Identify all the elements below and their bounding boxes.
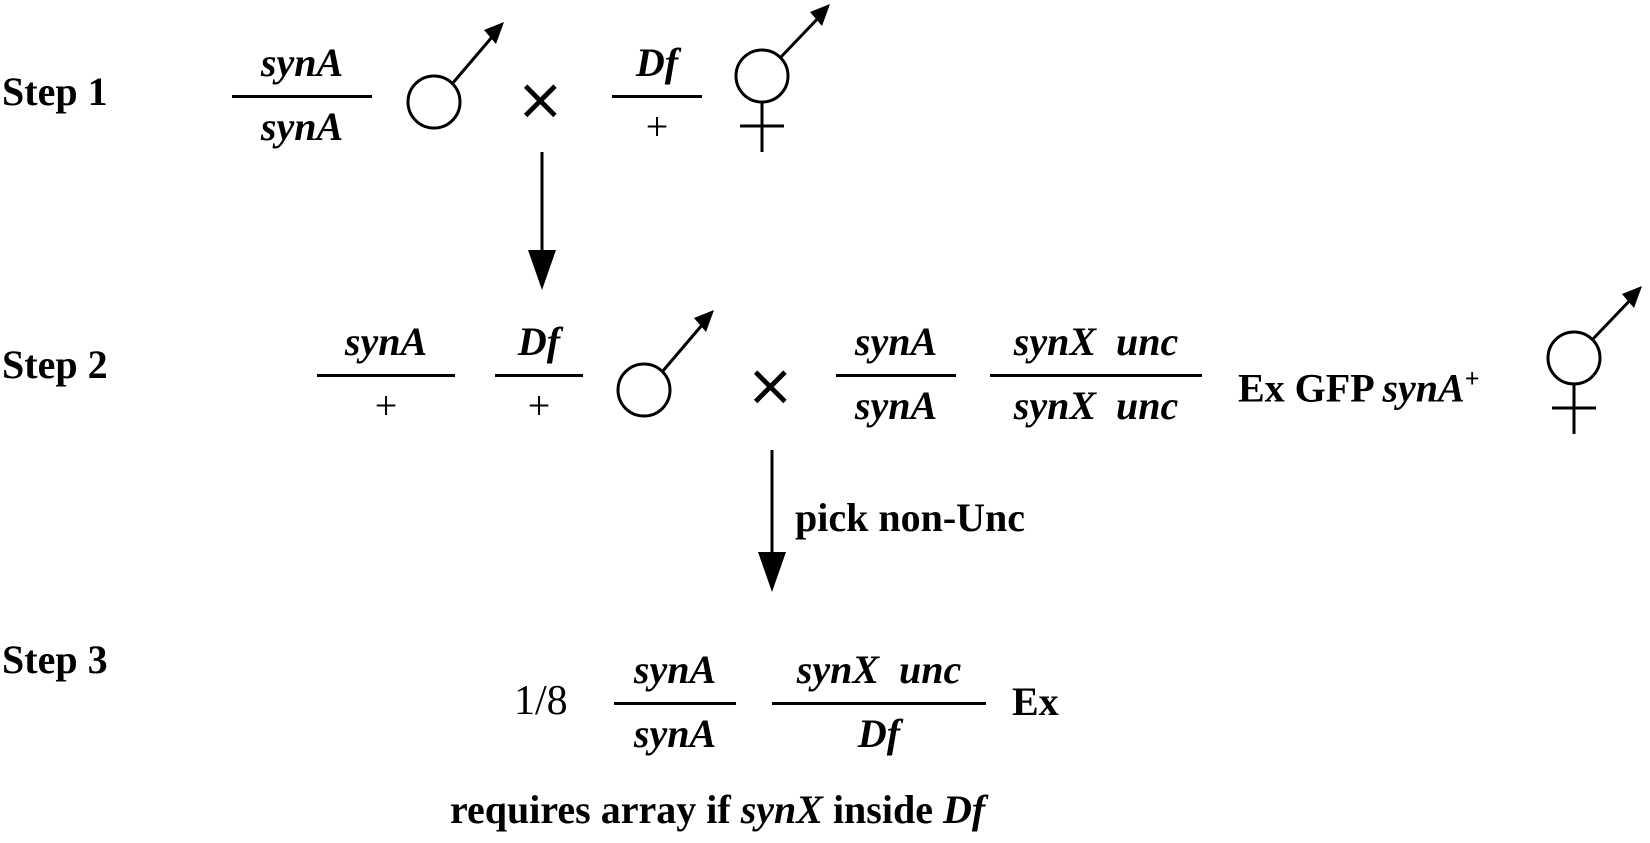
genotype-numerator: synA [260,40,344,85]
footnote-part1: requires array if [450,787,741,832]
genotype-denominator: synA [633,711,717,756]
footnote: requires array if synX inside Df [450,790,985,830]
step3-genotype-b: synX unc Df [772,650,986,790]
fraction-bar [836,374,956,377]
fraction-bar [317,374,455,377]
hermaphrodite-symbol-icon [734,4,830,152]
step2-male-genotype-b: Df + [495,322,583,462]
genotype-numerator: synA [344,319,428,364]
genotype-numerator: Df [517,319,561,364]
genotype-denominator: + [527,383,551,428]
genotype-numerator: synA [854,319,938,364]
step1-herm-genotype: Df + [612,43,702,183]
cross-symbol: × [746,351,795,419]
step-2-label: Step 2 [2,342,108,387]
footnote-part2: inside [822,787,943,832]
step2-herm-genotype-a: synA synA [836,322,956,462]
cross-symbol: × [516,65,565,133]
extrachromosomal-array-label: Ex GFP synA+ [1238,366,1480,408]
genotype-denominator: synX unc [1013,383,1179,428]
fraction-bar [772,702,986,705]
fraction-bar [232,95,372,98]
genotype-denominator: synA [260,104,344,149]
genotype-denominator: synA [854,383,938,428]
genotype-numerator: Df [635,40,679,85]
genotype-denominator: + [645,104,669,149]
male-symbol-icon [616,310,714,418]
footnote-df: Df [942,787,986,832]
genotype-numerator: synX unc [796,647,962,692]
step2-male-genotype-a: synA + [317,322,455,462]
step3-array-label: Ex [1012,679,1059,724]
step1-male-genotype: synA synA [232,43,372,183]
step-3-label: Step 3 [2,637,108,682]
fraction-bar [990,374,1202,377]
fraction-bar [614,702,736,705]
step-1-label: Step 1 [2,69,108,114]
step3-genotype-a: synA synA [614,650,736,790]
genotype-denominator: + [374,383,398,428]
genotype-numerator: synX unc [1013,319,1179,364]
pick-non-unc-label: pick non-Unc [795,495,1026,540]
down-arrow-icon [528,152,556,290]
fraction-bar [612,95,702,98]
array-gene-superscript: + [1464,364,1480,393]
genotype-numerator: synA [633,647,717,692]
progeny-fraction: 1/8 [514,678,568,724]
array-ex-gfp-text: Ex GFP [1238,365,1373,411]
hermaphrodite-symbol-icon [1546,286,1642,434]
footnote-gene: synX [740,787,823,832]
fraction-bar [495,374,583,377]
male-symbol-icon [406,22,504,130]
genotype-denominator: Df [857,711,901,756]
down-arrow-icon [758,450,786,592]
array-gene-text: synA [1382,365,1465,411]
step2-herm-genotype-b: synX unc synX unc [990,322,1202,462]
